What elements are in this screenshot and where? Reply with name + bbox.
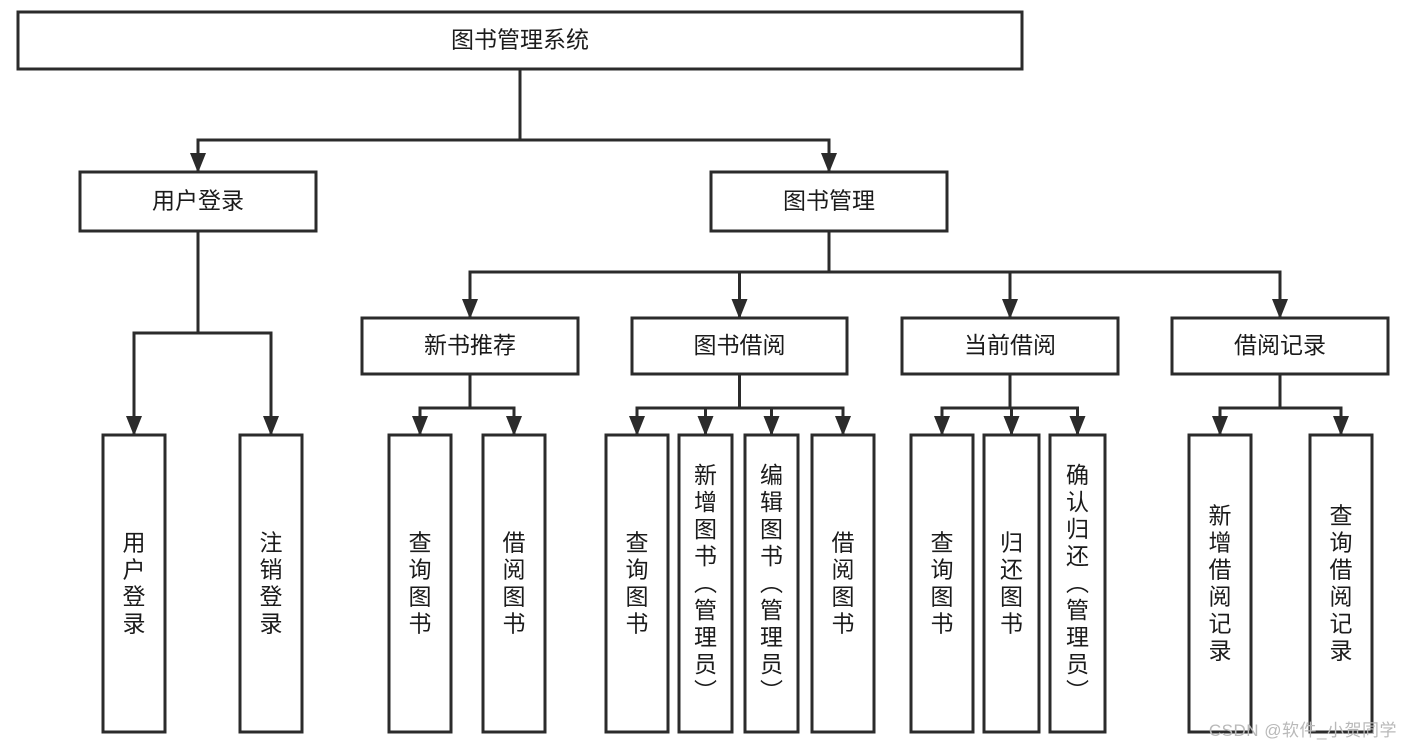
node-current-borrow[interactable]: 当前借阅	[900, 316, 1120, 376]
book-borrow-leaf-arrow-1	[697, 416, 714, 436]
node-user-login-label: 用户登录	[152, 188, 244, 214]
node-leaf-edit-book-label: 编辑图书︵管理员︶	[760, 462, 783, 704]
node-book-borrow[interactable]: 图书借阅	[630, 316, 849, 376]
node-leaf-query-book-2-rect	[604, 433, 670, 734]
node-leaf-query-book-2[interactable]: 查询图书	[604, 433, 670, 734]
node-leaf-borrow-book-1[interactable]: 借阅图书	[481, 433, 547, 734]
node-leaf-query-book-1-rect	[387, 433, 453, 734]
node-borrow-record[interactable]: 借阅记录	[1170, 316, 1390, 376]
node-leaf-query-record[interactable]: 查询借阅记录	[1308, 433, 1374, 734]
user-login-leaf-arrow-1	[263, 416, 279, 436]
node-book-borrow-label: 图书借阅	[694, 332, 786, 358]
current-borrow-leaf-arrow-1	[1003, 416, 1020, 436]
book-borrow-leaf-arrow-2	[763, 416, 780, 436]
node-leaf-add-record-label: 新增借阅记录	[1209, 503, 1232, 664]
node-book-manage-rect	[709, 170, 949, 233]
node-leaf-return-book-label: 归还图书	[1000, 530, 1023, 637]
borrow-record-leaf-arrow-0	[1212, 416, 1228, 436]
node-leaf-edit-book[interactable]: 编辑图书︵管理员︶	[743, 433, 800, 734]
node-leaf-query-book-3-label: 查询图书	[931, 530, 954, 637]
node-new-book-recommend-label: 新书推荐	[424, 332, 516, 358]
node-leaf-user-login-label: 用户登录	[123, 530, 146, 637]
connector-layer	[126, 67, 1349, 436]
node-leaf-borrow-book-1-label: 借阅图书	[503, 530, 526, 637]
node-root-system-label: 图书管理系统	[451, 27, 589, 53]
root-arrow-1	[821, 153, 837, 173]
node-leaf-return-book-rect	[982, 433, 1041, 734]
user-login-leaf-arrow-0	[126, 416, 142, 436]
node-leaf-query-book-3-rect	[909, 433, 975, 734]
node-leaf-confirm-return-label: 确认归还︵管理员︶	[1066, 462, 1089, 704]
node-layer: 图书管理系统用户登录图书管理新书推荐图书借阅当前借阅借阅记录用户登录注销登录查询…	[16, 10, 1390, 734]
node-leaf-query-book-1-label: 查询图书	[409, 530, 432, 637]
watermark-label: CSDN @软件_小贺同学	[1208, 721, 1397, 740]
node-leaf-logout-rect	[238, 433, 304, 734]
node-book-manage[interactable]: 图书管理	[709, 170, 949, 233]
node-leaf-borrow-book-2[interactable]: 借阅图书	[810, 433, 876, 734]
book-borrow-leaf-arrow-3	[835, 416, 851, 436]
node-current-borrow-label: 当前借阅	[964, 332, 1056, 358]
borrow-record-leaf-arrow-1	[1333, 416, 1349, 436]
node-leaf-logout[interactable]: 注销登录	[238, 433, 304, 734]
node-root-system-rect	[16, 10, 1024, 71]
new-book-recommend-leaf-arrow-1	[506, 416, 522, 436]
node-new-book-recommend-rect	[360, 316, 580, 376]
book-borrow-leaf-arrow-0	[629, 416, 645, 436]
node-leaf-edit-book-rect	[743, 433, 800, 734]
node-leaf-return-book[interactable]: 归还图书	[982, 433, 1041, 734]
book-manage-arrow-3	[1272, 299, 1288, 319]
node-leaf-add-book-label: 新增图书︵管理员︶	[694, 462, 717, 704]
current-borrow-leaf-arrow-2	[1069, 416, 1086, 436]
node-current-borrow-rect	[900, 316, 1120, 376]
book-manage-arrow-0	[462, 299, 478, 319]
node-root-system[interactable]: 图书管理系统	[16, 10, 1024, 71]
current-borrow-leaf-arrow-0	[934, 416, 950, 436]
node-leaf-confirm-return-rect	[1048, 433, 1107, 734]
node-user-login-rect	[78, 170, 318, 233]
node-leaf-query-book-3[interactable]: 查询图书	[909, 433, 975, 734]
node-leaf-query-book-1[interactable]: 查询图书	[387, 433, 453, 734]
node-new-book-recommend[interactable]: 新书推荐	[360, 316, 580, 376]
node-user-login[interactable]: 用户登录	[78, 170, 318, 233]
book-manage-arrow-1	[731, 299, 748, 319]
root-arrow-0	[190, 153, 206, 173]
node-leaf-query-book-2-label: 查询图书	[626, 530, 649, 637]
node-leaf-user-login[interactable]: 用户登录	[101, 433, 167, 734]
node-book-manage-label: 图书管理	[783, 188, 875, 214]
node-leaf-query-record-rect	[1308, 433, 1374, 734]
book-manage-arrow-2	[1002, 299, 1018, 319]
node-leaf-confirm-return[interactable]: 确认归还︵管理员︶	[1048, 433, 1107, 734]
node-leaf-logout-label: 注销登录	[260, 530, 283, 637]
node-leaf-user-login-rect	[101, 433, 167, 734]
new-book-recommend-leaf-arrow-0	[412, 416, 428, 436]
node-leaf-borrow-book-2-rect	[810, 433, 876, 734]
node-leaf-add-book-rect	[677, 433, 734, 734]
node-borrow-record-label: 借阅记录	[1234, 332, 1326, 358]
node-leaf-add-record[interactable]: 新增借阅记录	[1187, 433, 1253, 734]
node-leaf-add-record-rect	[1187, 433, 1253, 734]
node-leaf-borrow-book-2-label: 借阅图书	[832, 530, 855, 637]
node-book-borrow-rect	[630, 316, 849, 376]
node-leaf-add-book[interactable]: 新增图书︵管理员︶	[677, 433, 734, 734]
node-leaf-borrow-book-1-rect	[481, 433, 547, 734]
node-leaf-query-record-label: 查询借阅记录	[1330, 503, 1353, 664]
node-borrow-record-rect	[1170, 316, 1390, 376]
